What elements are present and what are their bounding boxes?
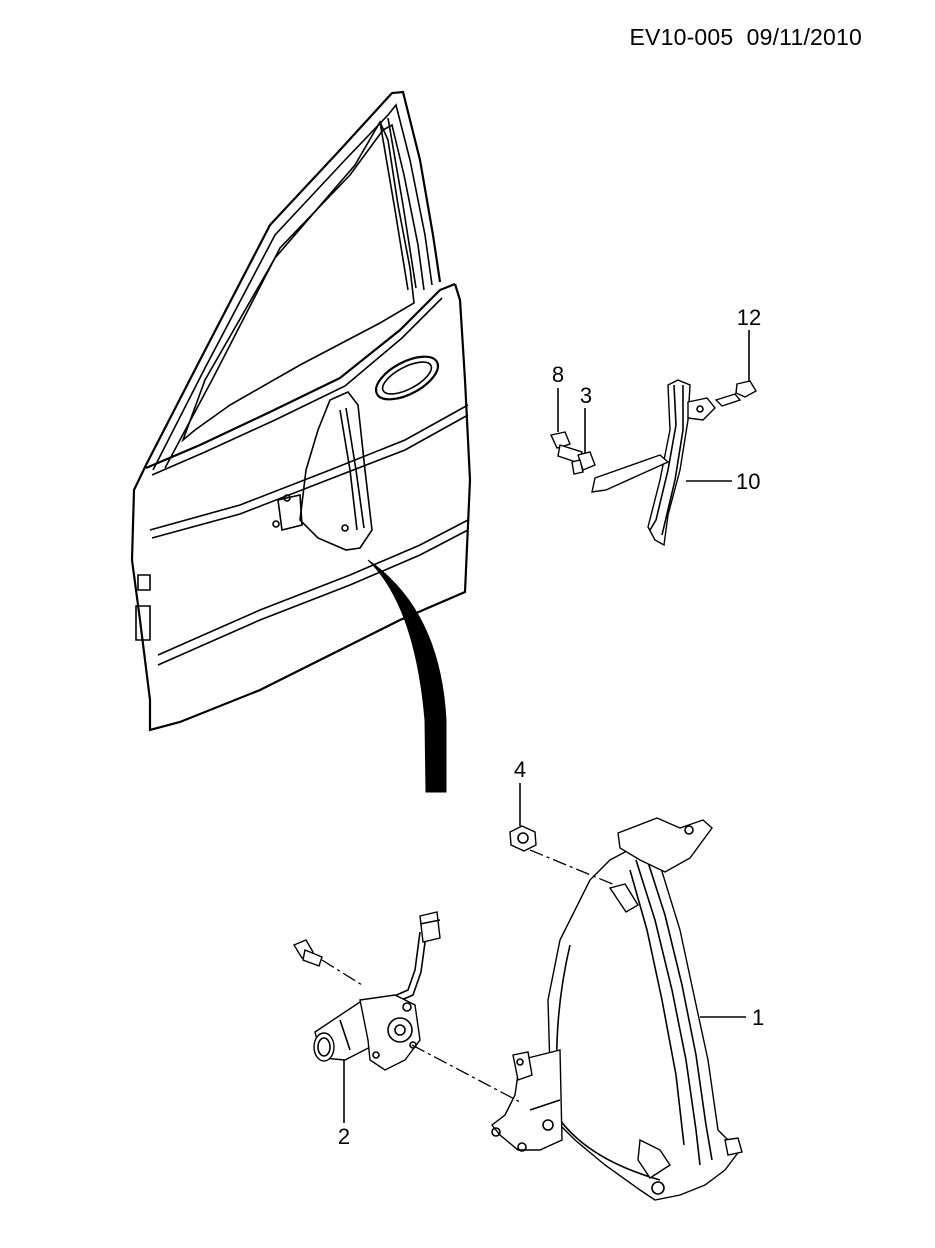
callout-2: 2	[338, 1124, 350, 1149]
regulator-motor-illustration	[292, 911, 441, 1071]
document-header: EV10-005 09/11/2010	[0, 24, 862, 51]
callout-8: 8	[552, 362, 564, 387]
callout-1: 1	[752, 1005, 764, 1030]
doc-date: 09/11/2010	[746, 24, 862, 50]
callout-12: 12	[737, 305, 761, 330]
front-door-illustration	[130, 90, 472, 793]
callout-3: 3	[580, 383, 592, 408]
callout-10: 10	[736, 469, 760, 494]
assembly-line-bolt	[321, 959, 363, 986]
assembly-line-motor	[411, 1044, 521, 1103]
window-regulator-illustration	[491, 817, 743, 1201]
hex-nut-illustration	[509, 825, 537, 852]
doc-code: EV10-005	[629, 24, 734, 50]
assembly-line-nut	[529, 849, 616, 886]
callout-4: 4	[514, 757, 526, 782]
guide-bracket-assembly	[549, 379, 757, 547]
